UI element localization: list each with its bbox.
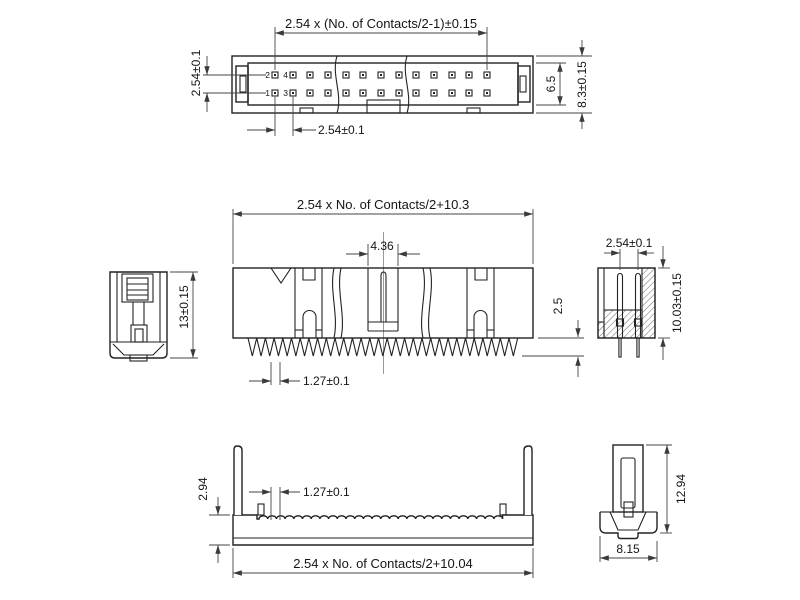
front-view: 2.54 x No. of Contacts/2+10.3 4.36 1.27±… (232, 197, 584, 388)
dim-bottom-tail-pitch-label: 1.27±0.1 (303, 485, 350, 499)
bottom-view: 2.94 1.27±0.1 2.54 x No. of Contacts/2+1… (196, 445, 534, 578)
dim-section-pin-spacing-label: 2.54±0.1 (606, 236, 653, 250)
bottom-side-dimensions (599, 444, 672, 562)
dim-outer-height-label: 8.3±0.15 (575, 61, 589, 108)
dim-top-span-label: 2.54 x (No. of Contacts/2-1)±0.15 (285, 16, 477, 31)
hatched-wall (641, 267, 656, 339)
pin-label-3: 3 (283, 88, 288, 98)
pin-label-4: 4 (283, 70, 288, 80)
top-view-dimensions (203, 27, 592, 136)
pin-label-2: 2 (265, 70, 270, 80)
front-view-body (232, 267, 534, 357)
bottom-side-view: 12.94 8.15 (599, 444, 688, 562)
left-side-body (109, 271, 168, 362)
dim-inner-height-label: 6.5 (544, 75, 558, 92)
contact-tails-comb (247, 337, 519, 357)
dim-slot-width-label: 4.36 (370, 239, 394, 253)
top-view: 2 4 1 3 2.54 (189, 16, 592, 137)
dim-row-pitch-label: 2.54±0.1 (189, 49, 203, 96)
contact-pin-grid (271, 71, 491, 97)
dim-section-height-label: 10.03±0.15 (670, 273, 684, 333)
hatched-step (597, 321, 605, 339)
section-dimensions (604, 246, 670, 360)
top-view-body (231, 55, 534, 114)
dim-bottom-strip-height-label: 2.94 (196, 477, 210, 501)
dim-tail-length-label: 2.5 (551, 297, 565, 314)
section-body (597, 267, 656, 358)
left-side-view: 13±0.15 (109, 271, 198, 362)
bottom-strip (232, 445, 534, 546)
dim-post-width-label: 8.15 (616, 542, 640, 556)
front-view-dimensions (232, 209, 584, 385)
dim-front-width-label: 2.54 x No. of Contacts/2+10.3 (297, 197, 469, 212)
dim-post-height-label: 12.94 (674, 474, 688, 504)
pin-label-1: 1 (265, 88, 270, 98)
dim-bottom-width-label: 2.54 x No. of Contacts/2+10.04 (293, 556, 473, 571)
section-view: 2.54±0.1 10.03±0.15 (597, 236, 684, 360)
dim-front-tail-pitch-label: 1.27±0.1 (303, 374, 350, 388)
dim-left-height-label: 13±0.15 (177, 285, 191, 329)
bottom-side-body (599, 444, 658, 540)
dim-col-pitch-label: 2.54±0.1 (318, 123, 365, 137)
left-side-dimensions (170, 271, 198, 359)
bottom-view-dimensions (209, 487, 534, 578)
